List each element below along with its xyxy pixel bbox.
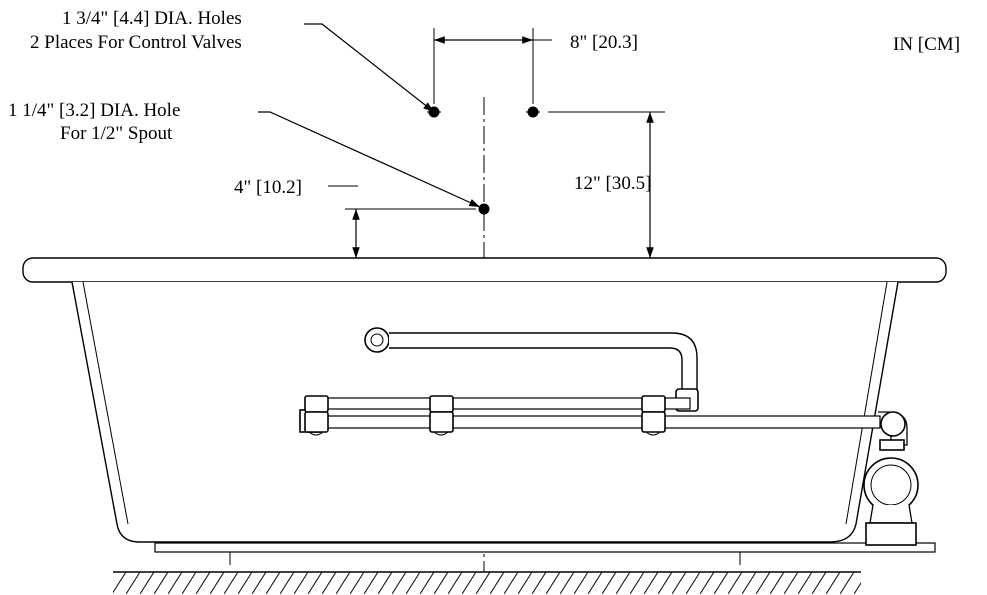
tub-rim	[22, 257, 947, 283]
tub-body	[71, 281, 899, 543]
valve-holes-leader	[304, 23, 435, 113]
ground-hatch	[113, 572, 861, 594]
valve-spacing-label: 8" [20.3]	[570, 32, 638, 53]
valve-holes-callout-line1: 1 3/4" [4.4] DIA. Holes	[62, 8, 242, 29]
jet-fitting	[641, 395, 666, 436]
units-label: IN [CM]	[893, 34, 960, 55]
spout-height-label: 4" [10.2]	[234, 177, 302, 198]
spout-hole-callout-line2: For 1/2" Spout	[60, 123, 173, 144]
spout-hole	[478, 203, 490, 215]
pump	[863, 411, 919, 546]
spout-hole-callout-line1: 1 1/4" [3.2] DIA. Hole	[8, 100, 180, 121]
valve-holes-callout-line2: 2 Places For Control Valves	[30, 32, 242, 53]
valve-height-label: 12" [30.5]	[574, 173, 651, 194]
tub-base	[154, 542, 936, 553]
jet-fitting	[304, 395, 329, 436]
spout-hole-leader	[258, 111, 481, 208]
jet-fitting	[429, 395, 454, 436]
